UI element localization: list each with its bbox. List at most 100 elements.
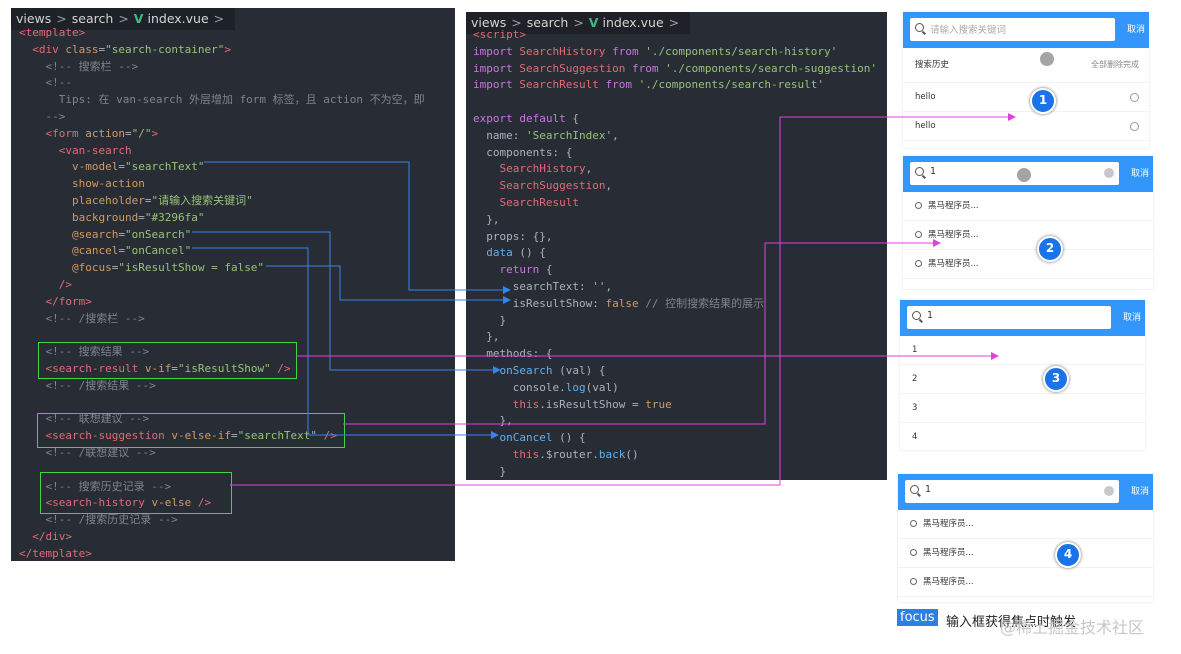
result-item[interactable]: 3: [900, 394, 1145, 423]
code-token: @search: [71, 227, 119, 241]
crumb-file[interactable]: index.vue: [147, 11, 209, 26]
cancel-button[interactable]: 取消: [1126, 25, 1145, 35]
delete-all-button[interactable]: 全部删除: [1091, 60, 1123, 69]
suggestion-text: 黑马程序员...: [928, 259, 979, 269]
code-line: <script>: [473, 27, 887, 44]
suggestion-item[interactable]: 黑马程序员...: [903, 192, 1153, 221]
suggestion-item[interactable]: 黑马程序员...: [903, 250, 1153, 279]
cancel-button[interactable]: 取消: [1130, 487, 1149, 497]
suggestion-item[interactable]: 黑马程序员...: [903, 221, 1153, 250]
search-input[interactable]: 1: [905, 480, 1119, 503]
suggestion-item[interactable]: 黑马程序员...: [898, 510, 1153, 539]
code-token: Tips: 在 van-search 外层增加 form 标签，且 action…: [19, 93, 425, 107]
code-line: <!-- /搜索历史记录 -->: [19, 512, 455, 529]
code-token: "onCancel": [124, 244, 192, 258]
code-token: import: [473, 61, 520, 75]
code-token: <!-- /搜索结果 -->: [19, 378, 156, 392]
suggestion-item[interactable]: 黑马程序员...: [898, 539, 1153, 568]
search-result-highlight-box: [38, 342, 297, 379]
search-icon: [915, 231, 922, 238]
history-item[interactable]: hello: [903, 83, 1149, 112]
code-token: <search-result: [45, 361, 145, 375]
code-token: () {: [552, 431, 586, 445]
code-line: onCancel () {: [473, 430, 887, 447]
step-badge-1: 1: [1030, 88, 1056, 114]
code-token: <!-- 搜索结果 -->: [19, 345, 150, 359]
result-item[interactable]: 4: [900, 423, 1145, 450]
cancel-button[interactable]: 取消: [1122, 313, 1141, 323]
search-input[interactable]: 请输入搜索关键词: [910, 18, 1115, 41]
result-item[interactable]: 1: [900, 336, 1145, 365]
code-token: =: [125, 126, 132, 140]
code-line: <form action="/">: [19, 126, 455, 143]
result-text: 4: [912, 432, 918, 442]
vue-file-icon: V: [588, 15, 599, 30]
crumb-views[interactable]: views: [471, 15, 507, 30]
code-token: true: [645, 397, 672, 411]
search-icon: [910, 520, 917, 527]
crumb-views[interactable]: views: [16, 11, 52, 26]
suggestion-item[interactable]: 黑马程序员...: [898, 568, 1153, 597]
search-icon: [915, 202, 922, 209]
search-value: 1: [927, 310, 934, 321]
code-token: @cancel: [71, 244, 119, 258]
arrow-search-onsearch: [192, 231, 501, 374]
code-line: },: [473, 329, 887, 346]
arrow-history-phone1: [230, 113, 1016, 486]
code-token: ,: [605, 179, 613, 193]
code-token: // 控制搜索结果的展示: [638, 296, 765, 310]
code-line: <van-search: [19, 143, 455, 160]
arrow-cancel-oncancel: [192, 247, 499, 439]
search-bar: 1 取消: [900, 300, 1145, 336]
clear-icon[interactable]: [1104, 486, 1114, 496]
search-input[interactable]: 1: [907, 306, 1111, 329]
history-header: 搜索历史 全部删除完成: [903, 48, 1149, 83]
code-token: log: [565, 380, 586, 394]
done-button[interactable]: 完成: [1123, 60, 1139, 69]
code-line: },: [473, 212, 887, 229]
code-token: "isResultShow = false": [118, 261, 265, 275]
code-token: from: [605, 78, 639, 92]
crumb-search[interactable]: search: [71, 11, 114, 26]
code-token: onSearch: [499, 363, 553, 377]
watermark: @稀土掘金技术社区: [1000, 618, 1145, 637]
result-text: 1: [912, 345, 918, 355]
suggestion-text: 黑马程序员...: [923, 519, 974, 529]
code-line: this.$router.back(): [473, 447, 887, 464]
code-token: SearchSuggestion: [499, 179, 606, 193]
code-token: isResultShow:: [473, 296, 606, 310]
code-line: <!--: [19, 75, 455, 92]
close-icon[interactable]: [1130, 122, 1139, 131]
code-token: '': [592, 279, 606, 293]
code-token: console.: [473, 380, 566, 394]
code-line: @search="onSearch": [19, 227, 455, 244]
code-line: show-action: [19, 176, 455, 193]
crumb-search[interactable]: search: [526, 15, 569, 30]
code-line: import SearchSuggestion from './componen…: [473, 61, 887, 78]
code-token: class: [65, 42, 99, 56]
mouse-cursor-icon: [1017, 168, 1031, 182]
search-input[interactable]: 1: [910, 162, 1119, 185]
code-token: components: {: [473, 145, 573, 159]
close-icon[interactable]: [1130, 93, 1139, 102]
code-token: >: [224, 42, 231, 56]
code-token: SearchSuggestion: [519, 61, 632, 75]
arrow-suggestion-phone2: [343, 239, 941, 425]
code-token: =: [111, 261, 119, 275]
code-token: <search-history: [45, 496, 152, 510]
code-line: <!-- /联想建议 -->: [19, 445, 455, 462]
search-value: 1: [925, 484, 932, 495]
code-token: () {: [512, 246, 546, 260]
clear-icon[interactable]: [1104, 168, 1114, 178]
code-token: />: [191, 496, 212, 510]
history-item[interactable]: hello: [903, 112, 1149, 141]
code-token: <template>: [19, 26, 86, 39]
code-token: './components/search-result': [638, 78, 825, 92]
crumb-file[interactable]: index.vue: [602, 15, 664, 30]
code-line: components: {: [473, 145, 887, 162]
result-item[interactable]: 2: [900, 365, 1145, 394]
code-token: SearchHistory: [499, 162, 586, 176]
phone-focus-view: 1 取消 黑马程序员... 黑马程序员... 黑马程序员...: [898, 474, 1153, 602]
cancel-button[interactable]: 取消: [1130, 169, 1149, 179]
result-text: 3: [912, 403, 918, 413]
